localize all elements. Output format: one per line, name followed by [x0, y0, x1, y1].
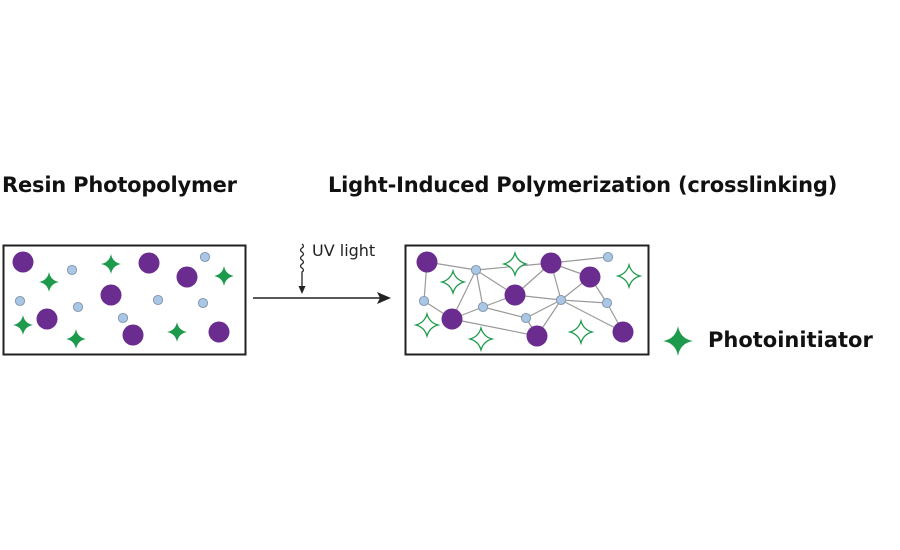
polymerization-title: Light-Induced Polymerization (crosslinki… — [328, 173, 838, 197]
monomer-particle — [540, 252, 562, 274]
crosslink-bond — [451, 318, 538, 337]
spent-photoinitiator-star — [467, 325, 495, 353]
monomer-particle — [504, 284, 526, 306]
photoinitiator-legend-label: Photoinitiator — [708, 328, 873, 352]
legend-star-shape — [663, 326, 693, 356]
photoinitiator-star — [101, 254, 121, 274]
spent-photoinitiator-star — [413, 311, 441, 339]
monomer-particle — [36, 308, 58, 330]
monomer-particle — [138, 252, 160, 274]
monomer-particle — [526, 325, 548, 347]
small-molecule — [14, 295, 26, 307]
resin-photopolymer-title: Resin Photopolymer — [2, 173, 237, 197]
photoinitiator-star — [39, 272, 59, 292]
monomer-particle — [612, 321, 634, 343]
photoinitiator-star — [167, 322, 187, 342]
spent-photoinitiator-star — [439, 268, 467, 296]
spent-photoinitiator-star — [501, 250, 529, 278]
small-molecule — [66, 264, 78, 276]
crosslink-bond — [482, 306, 527, 319]
small-molecule — [117, 312, 129, 324]
uv-light-label: UV light — [312, 241, 376, 260]
crosslink-bond — [475, 269, 484, 308]
small-molecule — [602, 251, 614, 263]
small-molecule — [555, 294, 567, 306]
crosslink-bond — [560, 299, 624, 333]
small-molecule — [470, 264, 482, 276]
photoinitiator-star — [66, 329, 86, 349]
crosslink-bond — [525, 299, 562, 319]
monomer-particle — [122, 324, 144, 346]
photoinitiator-star — [13, 315, 33, 335]
reaction-arrow — [253, 292, 391, 304]
monomer-particle — [441, 308, 463, 330]
small-molecule — [72, 301, 84, 313]
small-molecule — [199, 251, 211, 263]
small-molecule — [418, 295, 430, 307]
monomer-particle — [176, 266, 198, 288]
resin-particles — [12, 251, 234, 349]
monomer-particle — [579, 266, 601, 288]
wavy-arrow-icon — [298, 243, 306, 294]
monomer-particle — [12, 251, 34, 273]
monomer-particle — [208, 321, 230, 343]
small-molecule — [601, 297, 613, 309]
monomer-particle — [416, 251, 438, 273]
four-point-star-icon — [663, 326, 693, 356]
arrow-head — [377, 292, 391, 304]
small-molecule — [520, 312, 532, 324]
polymer-particles — [413, 250, 643, 353]
small-molecule — [197, 297, 209, 309]
small-molecule — [152, 294, 164, 306]
spent-photoinitiator-star — [615, 262, 643, 290]
photoinitiator-star — [214, 266, 234, 286]
spent-photoinitiator-star — [567, 318, 595, 346]
monomer-particle — [100, 284, 122, 306]
crosslink-bond — [560, 299, 608, 304]
small-molecule — [477, 301, 489, 313]
